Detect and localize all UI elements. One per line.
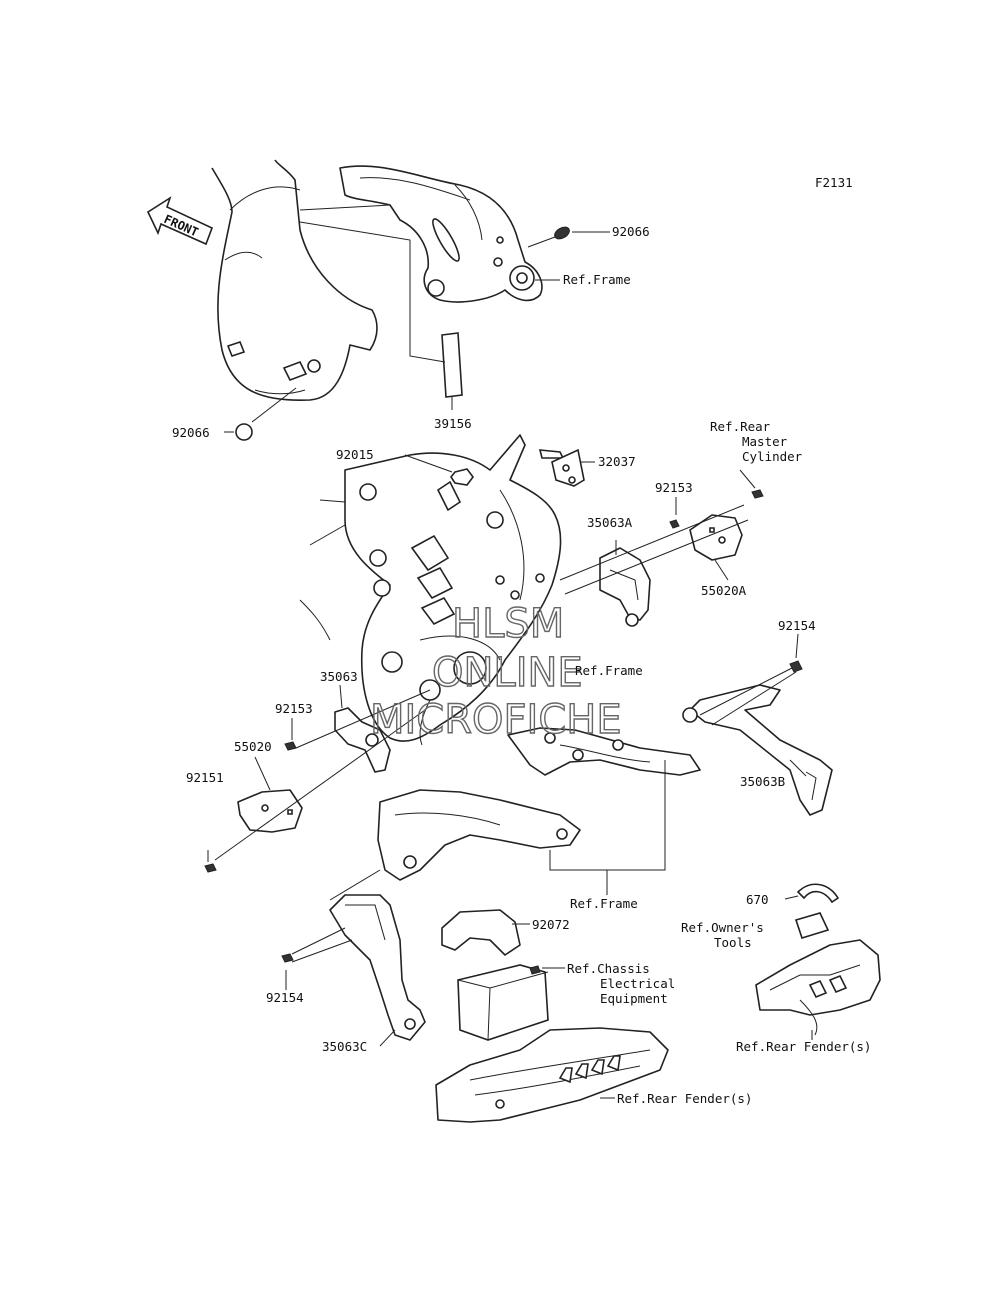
label-92154-right: 92154 [778, 618, 816, 633]
label-32037: 32037 [598, 454, 636, 469]
label-92154-left: 92154 [266, 990, 304, 1005]
label-92066-left: 92066 [172, 425, 210, 440]
owners-tools [794, 912, 830, 939]
svg-text:HLSM: HLSM [452, 601, 564, 647]
label-ref-frame-bottom: Ref.Frame [570, 896, 638, 911]
label-35063A: 35063A [587, 515, 633, 530]
leader-ref-frame-bottom [549, 760, 666, 895]
label-ref-rear-fender-bottom: Ref.Rear Fender(s) [617, 1091, 752, 1106]
band-670 [784, 883, 840, 904]
label-ref-frame-mid: Ref.Frame [575, 663, 643, 678]
label-ref-rear-fender-right: Ref.Rear Fender(s) [736, 1039, 871, 1054]
passenger-bracket-35063B [682, 684, 833, 816]
watermark: HLSM ONLINE MICROFICHE [369, 600, 622, 743]
heel-guard-55020A [689, 514, 743, 581]
rear-fender-right [755, 939, 881, 1040]
label-ref-rear-master-1: Ref.Rear [710, 419, 771, 434]
label-ref-rear-master-2: Master [742, 434, 788, 449]
leader-left-bolt-axis-2 [214, 709, 426, 861]
bracket-35063C [329, 869, 426, 1047]
label-ref-rear-master-3: Cylinder [742, 449, 803, 464]
footrest-bracket-right-35063A [599, 540, 651, 627]
label-92151: 92151 [186, 770, 224, 785]
main-frame-part [299, 434, 562, 746]
rear-fender-bottom [435, 1027, 669, 1123]
label-92015: 92015 [336, 447, 374, 462]
label-92153-right: 92153 [655, 480, 693, 495]
svg-text:ONLINE: ONLINE [432, 650, 583, 696]
label-ref-chassis-1: Ref.Chassis [567, 961, 650, 976]
leader-left-bolt-axis [295, 689, 431, 749]
bolt-92154-left [281, 927, 353, 990]
label-92153-left: 92153 [275, 701, 313, 716]
grommet-92066-left [224, 387, 297, 441]
heel-guard-55020 [237, 756, 303, 833]
label-39156: 39156 [434, 416, 472, 431]
label-ref-chassis-3: Equipment [600, 991, 668, 1006]
label-92066-top: 92066 [612, 224, 650, 239]
label-55020: 55020 [234, 739, 272, 754]
label-35063B: 35063B [740, 774, 785, 789]
label-55020A: 55020A [701, 583, 747, 598]
nut-92015 [404, 454, 474, 512]
label-ref-frame-top: Ref.Frame [563, 272, 631, 287]
leader-right-bolt-axis-2 [564, 519, 749, 595]
label-ref-chassis-2: Electrical [600, 976, 675, 991]
upper-frame-part [299, 165, 543, 303]
front-cowl-part [211, 159, 378, 402]
footrest-bracket-left-35063 [334, 684, 391, 773]
figure-code: F2131 [815, 175, 853, 190]
bracket-32037 [538, 448, 595, 487]
bolt-92151 [204, 850, 217, 873]
label-sticker-39156 [299, 221, 463, 410]
leader-right-bolt-axis [559, 504, 745, 581]
label-ref-owners-1: Ref.Owner's [681, 920, 764, 935]
lower-frame-member [377, 789, 581, 881]
bolt-92154-right [699, 633, 803, 726]
label-35063C: 35063C [322, 1039, 367, 1054]
front-arrow-icon: FRONT [146, 196, 214, 246]
label-92072: 92072 [532, 917, 570, 932]
label-670: 670 [746, 892, 769, 907]
grommet-92066-top [527, 226, 610, 248]
battery-part [457, 964, 565, 1041]
battery-holder-92072 [441, 909, 530, 956]
label-ref-owners-2: Tools [714, 935, 752, 950]
label-35063: 35063 [320, 669, 358, 684]
bolt-92153-right [669, 497, 680, 529]
bolt-92153-left [284, 718, 297, 751]
svg-text:MICROFICHE: MICROFICHE [370, 697, 622, 743]
subframe-right-part [507, 727, 701, 776]
bolt-rear-master [739, 469, 764, 499]
